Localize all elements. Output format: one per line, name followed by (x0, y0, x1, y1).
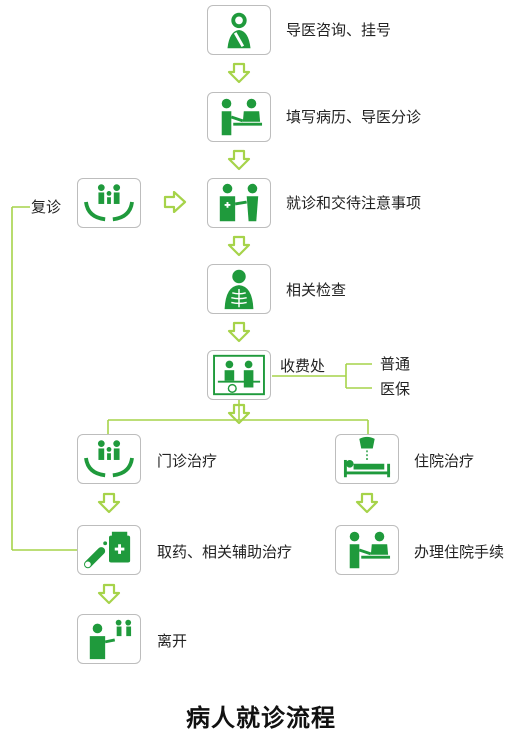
doctor-patient-icon (219, 183, 259, 222)
leaving-people-icon (89, 619, 132, 660)
arrow-down-icon (227, 62, 251, 84)
medicine-icon (84, 531, 131, 569)
cashier-icon (213, 354, 265, 396)
arrow-down-icon (355, 492, 379, 514)
receptionist-icon (227, 12, 251, 49)
fill-record-label: 填写病历、导医分诊 (286, 108, 422, 126)
followup-label: 复诊 (31, 198, 62, 216)
examination-box (207, 264, 271, 314)
medicine-label: 取药、相关辅助治疗 (157, 543, 293, 561)
cashier-box (207, 350, 271, 400)
register-label: 导医咨询、挂号 (286, 21, 392, 39)
arrow-right-icon (163, 191, 187, 213)
family-hands-icon (84, 440, 134, 478)
desk-consultation-icon (349, 531, 391, 569)
consult-label: 就诊和交待注意事项 (286, 194, 422, 212)
leave-box (77, 614, 141, 664)
inpatient-box (335, 434, 399, 484)
arrow-down-icon (227, 321, 251, 343)
leave-label: 离开 (157, 632, 188, 650)
examination-label: 相关检查 (286, 281, 347, 299)
payment-insurance-label: 医保 (380, 380, 411, 398)
family-hands-icon (84, 184, 134, 222)
arrow-down-icon (97, 583, 121, 605)
arrow-down-icon (97, 492, 121, 514)
admission-box (335, 525, 399, 575)
consult-box (207, 178, 271, 228)
admission-label: 办理住院手续 (414, 543, 505, 561)
desk-consultation-icon (221, 98, 263, 136)
payment-normal-label: 普通 (380, 355, 411, 373)
outpatient-label: 门诊治疗 (157, 452, 218, 470)
cashier-label: 收费处 (280, 357, 326, 375)
arrow-down-icon (227, 235, 251, 257)
arrow-down-icon (227, 403, 251, 425)
page-title: 病人就诊流程 (186, 704, 336, 732)
inpatient-label: 住院治疗 (414, 452, 475, 470)
hospital-bed-icon (343, 436, 391, 478)
register-box (207, 5, 271, 55)
arrow-down-icon (227, 149, 251, 171)
medicine-box (77, 525, 141, 575)
fill-record-box (207, 92, 271, 142)
followup-box (77, 178, 141, 228)
outpatient-box (77, 434, 141, 484)
xray-chest-icon (224, 269, 254, 310)
